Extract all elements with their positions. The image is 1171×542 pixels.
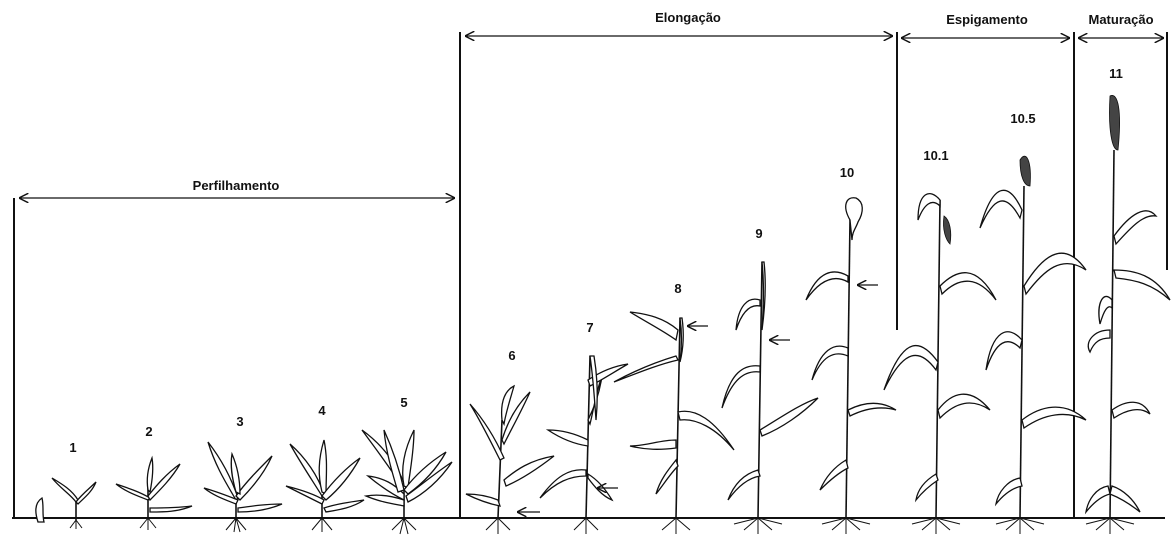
stage-number-10-1: 10.1: [923, 148, 948, 163]
plant-stage-10-1: [883, 193, 997, 534]
phase-label-espigamento: Espigamento: [946, 12, 1028, 27]
plant-stage-8: [613, 311, 735, 534]
stage-number-10: 10: [840, 165, 854, 180]
plant-stage-2: [115, 455, 193, 530]
plant-stage-5: [361, 429, 453, 535]
plant-stage-6: [465, 384, 555, 534]
phase-label-maturacao: Maturação: [1088, 12, 1153, 27]
stage-number-10-5: 10.5: [1010, 111, 1035, 126]
stage-number-8: 8: [674, 281, 681, 296]
phase-label-elongacao: Elongação: [655, 10, 721, 25]
stage-number-3: 3: [236, 414, 243, 429]
stage-number-7: 7: [586, 320, 593, 335]
plant-stage-1: [35, 477, 97, 529]
stage-number-9: 9: [755, 226, 762, 241]
stage-number-6: 6: [508, 348, 515, 363]
plant-stage-10-5: [979, 155, 1087, 534]
stage-number-2: 2: [145, 424, 152, 439]
plant-stage-10: [805, 197, 897, 534]
plant-stage-3: [203, 441, 283, 533]
plant-stage-9: [721, 261, 819, 534]
stage-number-11: 11: [1109, 66, 1123, 81]
stage-number-5: 5: [400, 395, 407, 410]
plant-stage-7: [539, 355, 629, 534]
plant-stage-4: [285, 439, 365, 532]
plant-stage-11: [1084, 95, 1171, 534]
stage-number-4: 4: [318, 403, 326, 418]
phase-label-perfilhamento: Perfilhamento: [193, 178, 280, 193]
stage-number-1: 1: [69, 440, 76, 455]
